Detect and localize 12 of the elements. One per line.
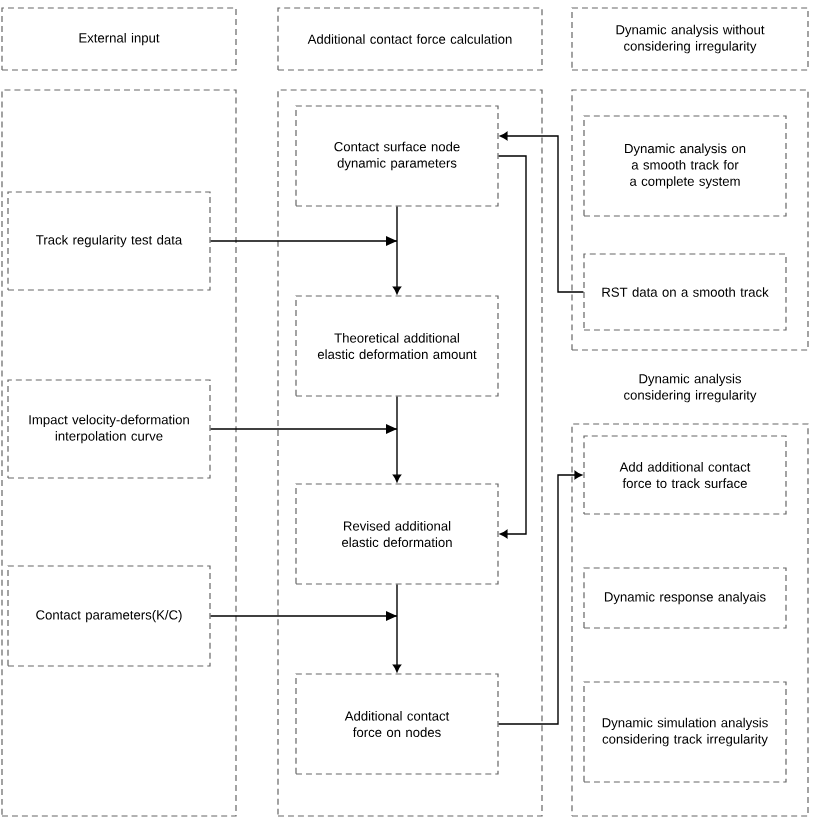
arrow — [497, 470, 583, 725]
arrow — [497, 155, 527, 539]
arrow — [499, 131, 585, 293]
arrow — [209, 424, 398, 434]
column-panel — [1, 89, 237, 817]
arrow — [392, 240, 402, 295]
column-panel — [571, 89, 809, 351]
arrow — [209, 236, 398, 246]
column-panel — [277, 89, 543, 817]
arrow — [209, 611, 398, 621]
arrow — [392, 615, 402, 673]
arrow — [392, 428, 402, 483]
